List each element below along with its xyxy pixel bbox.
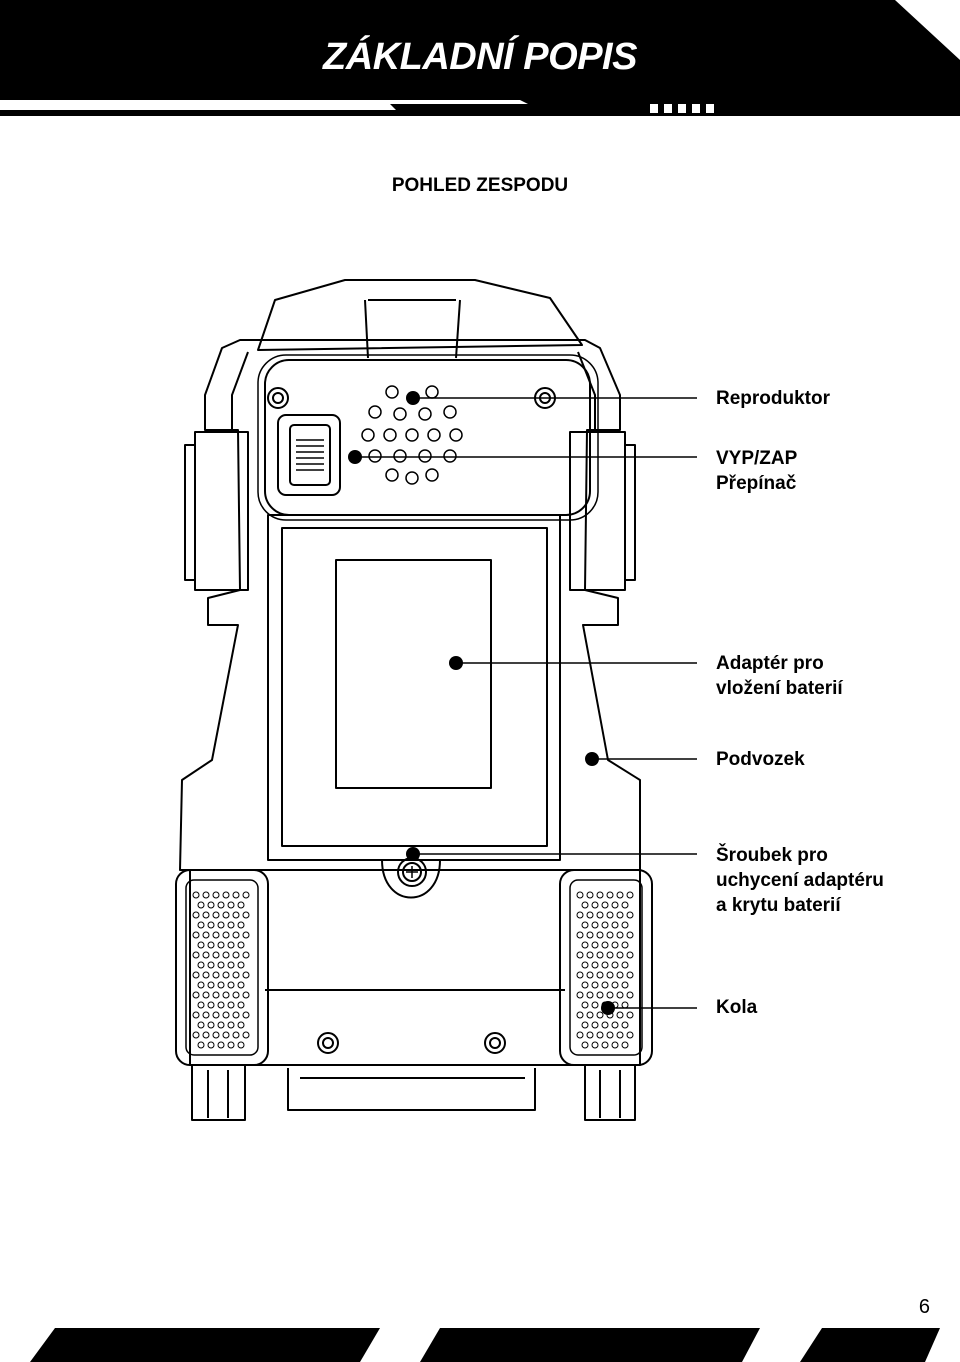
battery-cover [267, 514, 561, 861]
callout-chassis-text: Podvozek [716, 749, 805, 770]
callout-switch-text-2: Přepínač [716, 473, 797, 494]
dot-wheels [601, 1001, 615, 1015]
callout-chassis: Podvozek [716, 747, 805, 772]
callout-speaker-text: Reproduktor [716, 388, 830, 409]
page-number: 6 [918, 1296, 930, 1318]
section-title: POHLED ZESPODU [391, 175, 569, 196]
dot-switch [348, 450, 362, 464]
header-band [0, 0, 960, 125]
dot-screw [406, 847, 420, 861]
battery-window [335, 559, 492, 789]
callout-screw-text-1: Šroubek pro [716, 845, 828, 866]
callout-dots [348, 391, 615, 1015]
callout-wheels: Kola [716, 995, 757, 1020]
bottom-screw-right [484, 1032, 506, 1054]
power-switch [277, 414, 341, 496]
right-wheel [559, 869, 653, 1066]
top-bumper [257, 279, 583, 351]
callout-screw-text-2: uchycení adaptéru [716, 870, 884, 891]
left-wheel [175, 869, 269, 1066]
right-side-arm [569, 431, 626, 591]
callout-screw-text-3: a krytu baterií [716, 895, 841, 916]
bottom-screw-left [317, 1032, 339, 1054]
right-wheel-tread [576, 891, 634, 1049]
footer-stripes [30, 1328, 940, 1362]
callout-battery-adapter-text-2: vložení baterií [716, 678, 843, 699]
page-title: ZÁKLADNÍ POPIS [323, 36, 637, 78]
chassis-outline [179, 339, 641, 871]
callout-battery-adapter: Adaptér pro vložení baterií [716, 651, 843, 701]
dot-speaker [406, 391, 420, 405]
left-wheel-tread [192, 891, 250, 1049]
dot-battery-adapter [449, 656, 463, 670]
callout-wheels-text: Kola [716, 997, 758, 1018]
callout-battery-adapter-text-1: Adaptér pro [716, 653, 824, 674]
callout-switch-text-1: VYP/ZAP [716, 448, 798, 469]
top-plate [264, 359, 591, 516]
callout-switch: VYP/ZAP Přepínač [716, 446, 797, 496]
callout-screw: Šroubek pro uchycení adaptéru a krytu ba… [716, 843, 884, 918]
top-screw-left [267, 387, 289, 409]
dot-chassis [585, 752, 599, 766]
callout-leaders [355, 397, 697, 1009]
callout-speaker: Reproduktor [716, 386, 830, 411]
speaker-grille [361, 385, 463, 485]
